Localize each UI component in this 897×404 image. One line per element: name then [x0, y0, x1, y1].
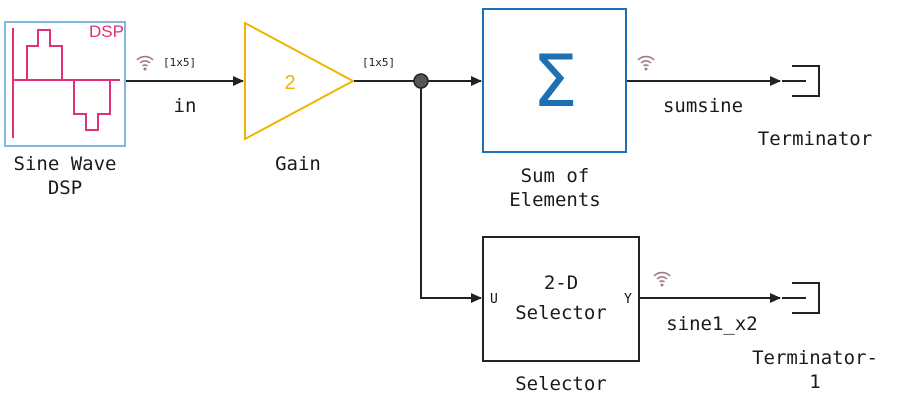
terminator-1-name-line2: 1 — [809, 371, 820, 393]
dims-in: [1x5] — [163, 56, 196, 69]
gain-block[interactable]: 2 — [244, 21, 356, 141]
dsp-icon-text: DSP — [89, 22, 124, 41]
gain-value: 2 — [284, 72, 295, 94]
selector-title-line2: Selector — [515, 302, 607, 324]
gain-name: Gain — [275, 153, 321, 175]
sigma-icon: Σ — [532, 39, 578, 123]
terminator-1-block[interactable] — [782, 282, 820, 314]
terminator-block[interactable] — [782, 65, 820, 97]
signal-line-gain-out[interactable] — [354, 76, 482, 303]
selector-block[interactable]: 2-D Selector U Y — [482, 236, 640, 362]
sum-of-elements-block[interactable]: Σ — [482, 8, 627, 153]
signal-label-sumsine: sumsine — [663, 95, 743, 117]
sine-wave-icon: DSP — [12, 22, 124, 138]
dims-gain-out: [1x5] — [362, 56, 395, 69]
signal-label-in: in — [174, 95, 197, 117]
sine-wave-name-line1: Sine Wave — [14, 153, 117, 175]
sine-wave-dsp-block[interactable]: DSP — [4, 21, 126, 147]
selector-port-y: Y — [624, 292, 632, 307]
selector-port-u: U — [490, 292, 498, 307]
wifi-icon — [653, 271, 671, 287]
terminator-name: Terminator — [758, 128, 872, 150]
sum-name-line2: Elements — [509, 189, 601, 211]
branch-point — [413, 73, 429, 89]
terminator-1-name-line1: Terminator- — [752, 347, 878, 369]
sum-name-line1: Sum of — [521, 165, 590, 187]
wifi-icon — [637, 55, 655, 71]
signal-label-sine1-x2: sine1_x2 — [666, 313, 758, 335]
wifi-icon — [136, 55, 154, 71]
selector-name: Selector — [515, 373, 607, 395]
selector-title-line1: 2-D — [544, 272, 578, 294]
sine-wave-name-line2: DSP — [48, 177, 82, 199]
